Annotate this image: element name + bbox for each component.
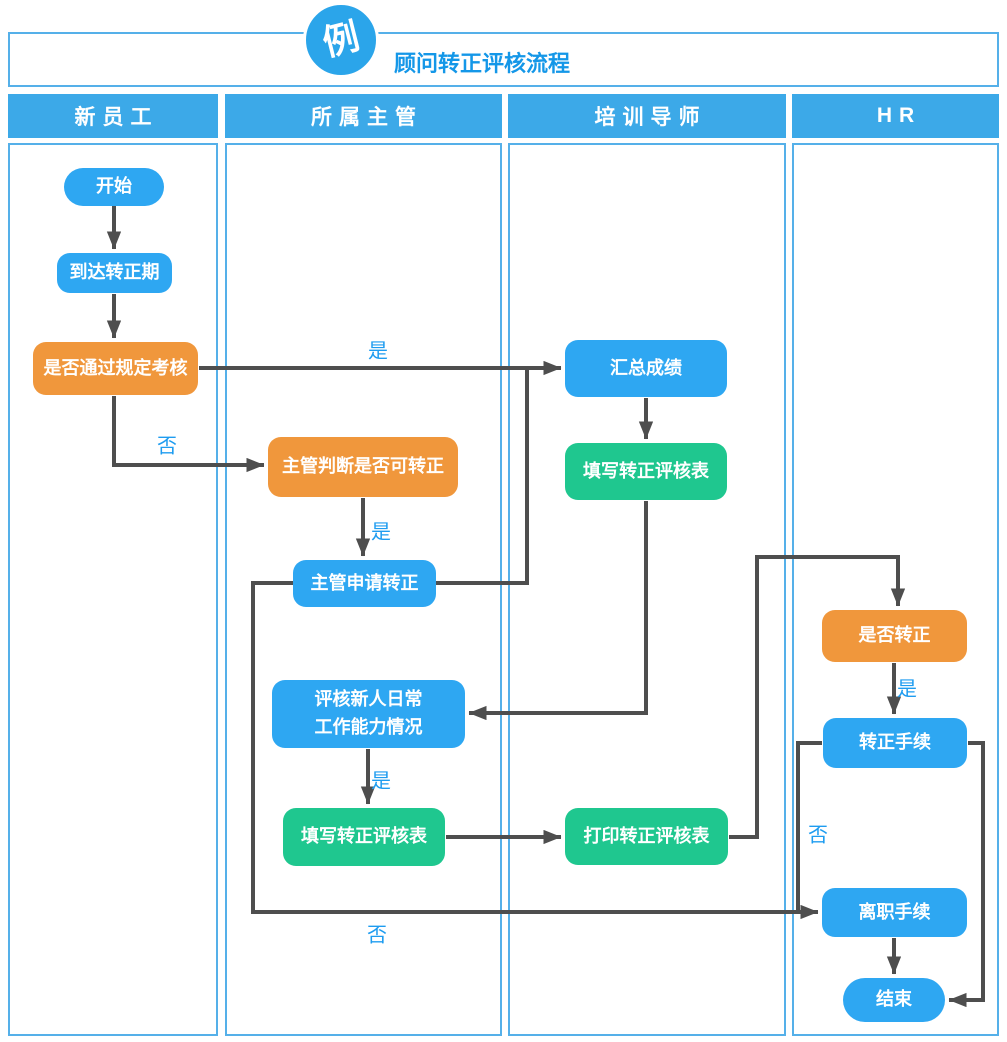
node-label: 是否通过规定考核 — [43, 357, 188, 378]
example-badge: 例 — [303, 2, 379, 78]
page-title: 顾问转正评核流程 — [394, 51, 571, 76]
edge-label-否: 否 — [157, 435, 177, 458]
node-label: 填写转正评核表 — [301, 826, 427, 847]
edge-label-是: 是 — [368, 340, 388, 363]
node-print-form: 打印转正评核表 — [565, 808, 728, 865]
lane-header-hr: HR — [792, 94, 999, 138]
lane-header-mentor: 培训导师 — [508, 94, 786, 138]
node-label: 到达转正期 — [69, 262, 160, 283]
node-end: 结束 — [843, 978, 945, 1022]
edge-label-否: 否 — [808, 824, 828, 847]
edge-label-是: 是 — [371, 770, 391, 793]
lane-header-new-employee: 新员工 — [8, 94, 218, 138]
title-box — [8, 32, 999, 87]
node-label: 离职手续 — [858, 901, 931, 922]
node-resign-procedure: 离职手续 — [822, 888, 967, 937]
node-label: 评核新人日常 — [314, 689, 423, 710]
node-start: 开始 — [64, 168, 164, 206]
node-supervisor-apply: 主管申请转正 — [293, 560, 436, 607]
node-label: 主管申请转正 — [310, 572, 419, 593]
node-supervisor-judge: 主管判断是否可转正 — [268, 437, 458, 497]
node-assess-daily-work: 评核新人日常工作能力情况 — [272, 680, 465, 748]
lane-body-mentor — [508, 143, 786, 1036]
node-label: 开始 — [96, 176, 132, 197]
node-regular-procedure: 转正手续 — [823, 718, 967, 768]
node-fill-form-mentor: 填写转正评核表 — [565, 443, 727, 500]
node-reach-period: 到达转正期 — [57, 253, 172, 293]
node-label: 主管判断是否可转正 — [282, 456, 444, 477]
node-label: 是否转正 — [858, 625, 931, 646]
node-fill-form-supervisor: 填写转正评核表 — [283, 808, 445, 866]
node-label: 工作能力情况 — [314, 717, 423, 737]
node-label: 转正手续 — [859, 732, 931, 753]
edge-label-是: 是 — [371, 521, 391, 544]
edge-label-否: 否 — [367, 924, 387, 947]
node-label: 汇总成绩 — [610, 357, 682, 378]
node-pass-exam: 是否通过规定考核 — [33, 342, 198, 395]
node-label: 填写转正评核表 — [583, 460, 709, 481]
node-label: 打印转正评核表 — [583, 825, 710, 846]
lane-header-supervisor: 所属主管 — [225, 94, 502, 138]
edge-label-是: 是 — [897, 678, 917, 701]
node-summarize-scores: 汇总成绩 — [565, 340, 727, 397]
example-badge-text: 例 — [318, 15, 364, 64]
node-label: 结束 — [876, 989, 912, 1010]
node-approve-regular: 是否转正 — [822, 610, 967, 662]
